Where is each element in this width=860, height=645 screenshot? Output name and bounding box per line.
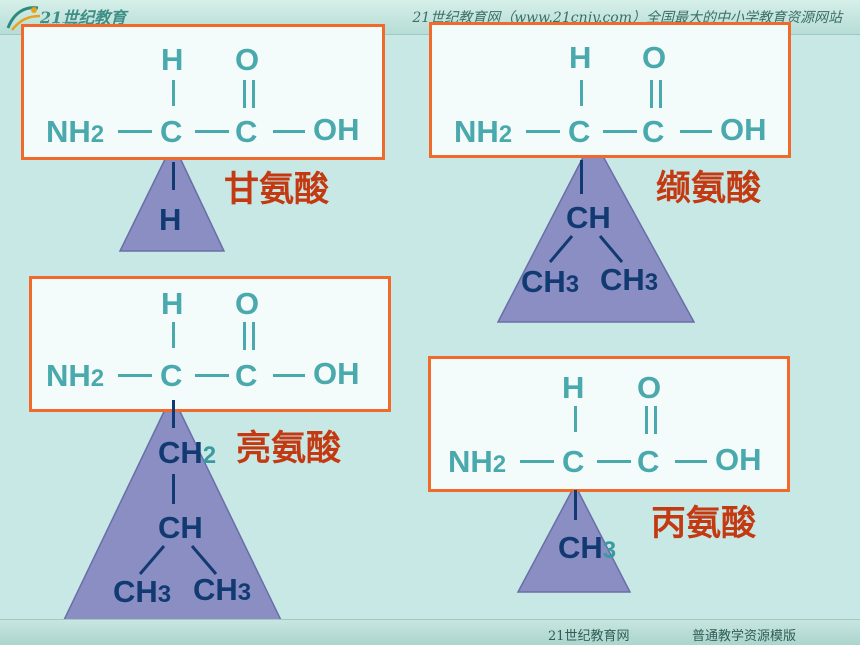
- leucine-box: [29, 276, 391, 412]
- alanine-o: O: [637, 370, 662, 405]
- alanine-bond-n: [520, 460, 554, 463]
- alanine-name: 丙氨酸: [651, 504, 757, 544]
- logo-text: 21世纪教育: [40, 8, 127, 27]
- glycine-bond-oh: [273, 130, 305, 133]
- leucine-o: O: [235, 286, 260, 321]
- leucine-c1: C: [160, 358, 183, 393]
- glycine-bond-r: [172, 162, 175, 190]
- glycine-bond-o1: [243, 80, 246, 108]
- leucine-bond-n: [118, 374, 152, 377]
- alanine-bond-r: [574, 490, 577, 520]
- alanine-ch3: CH3: [558, 530, 617, 565]
- alanine-c2: C: [637, 444, 660, 479]
- leucine-ch: CH: [158, 510, 203, 545]
- valine-h: H: [569, 40, 592, 75]
- leucine-triangle: [51, 393, 294, 645]
- alanine-bond-oh: [675, 460, 707, 463]
- footer-bar: 21世纪教育网 普通教学资源模版: [0, 619, 860, 645]
- glycine-bond-cc: [195, 130, 229, 133]
- valine-o: O: [642, 40, 667, 75]
- alanine-c1: C: [562, 444, 585, 479]
- valine-bond-oh: [680, 130, 712, 133]
- valine-triangle: [496, 136, 696, 323]
- glycine-o: O: [235, 42, 260, 77]
- alanine-bond-o1: [645, 406, 648, 434]
- valine-oh: OH: [720, 112, 767, 147]
- leucine-bond-o1: [243, 322, 246, 350]
- valine-bond-r: [580, 160, 583, 194]
- footer-site: 21世纪教育网: [548, 629, 630, 644]
- leucine-c2: C: [235, 358, 258, 393]
- valine-bond-cc: [603, 130, 637, 133]
- glycine-c2: C: [235, 114, 258, 149]
- valine-bond-o1: [650, 80, 653, 108]
- valine-ch3-left: CH3: [521, 264, 580, 299]
- glycine-bond-o2: [252, 80, 255, 108]
- logo-icon: [6, 6, 41, 31]
- valine-box: [429, 22, 791, 158]
- alanine-oh: OH: [715, 442, 762, 477]
- alanine-box: [428, 356, 790, 492]
- alanine-h: H: [562, 370, 585, 405]
- valine-ch: CH: [566, 200, 611, 235]
- leucine-h: H: [161, 286, 184, 321]
- alanine-bond-o2: [654, 406, 657, 434]
- glycine-c1: C: [160, 114, 183, 149]
- leucine-ch3-left: CH3: [113, 574, 172, 609]
- glycine-triangle: [118, 141, 226, 252]
- valine-nh2: NH2: [454, 114, 513, 149]
- valine-bond-o2: [659, 80, 662, 108]
- leucine-bond-o2: [252, 322, 255, 350]
- alanine-bond-cc: [597, 460, 631, 463]
- leucine-bond-oh: [273, 374, 305, 377]
- valine-c2: C: [642, 114, 665, 149]
- glycine-bond-h: [172, 80, 175, 106]
- valine-name: 缬氨酸: [656, 169, 762, 209]
- leucine-bond-cc: [195, 374, 229, 377]
- valine-ch3-right: CH3: [600, 262, 659, 297]
- glycine-nh2: NH2: [46, 114, 105, 149]
- glycine-r-h: H: [159, 202, 182, 237]
- glycine-name: 甘氨酸: [224, 170, 330, 210]
- leucine-bond-ch2-ch: [172, 474, 175, 504]
- alanine-triangle: [516, 483, 632, 593]
- leucine-bond-h: [172, 322, 175, 348]
- footer-template: 普通教学资源模版: [692, 629, 797, 644]
- glycine-h: H: [161, 42, 184, 77]
- alanine-nh2: NH2: [448, 444, 507, 479]
- leucine-bond-r: [172, 400, 175, 428]
- leucine-oh: OH: [313, 356, 360, 391]
- valine-bond-n: [526, 130, 560, 133]
- valine-bond-h: [580, 80, 583, 106]
- leucine-ch2: CH2: [158, 435, 217, 470]
- glycine-oh: OH: [313, 112, 360, 147]
- leucine-ch3-right: CH3: [193, 572, 252, 607]
- leucine-name: 亮氨酸: [236, 429, 342, 469]
- glycine-box: [21, 24, 385, 160]
- alanine-bond-h: [574, 406, 577, 432]
- valine-c1: C: [568, 114, 591, 149]
- leucine-nh2: NH2: [46, 358, 105, 393]
- glycine-bond-n: [118, 130, 152, 133]
